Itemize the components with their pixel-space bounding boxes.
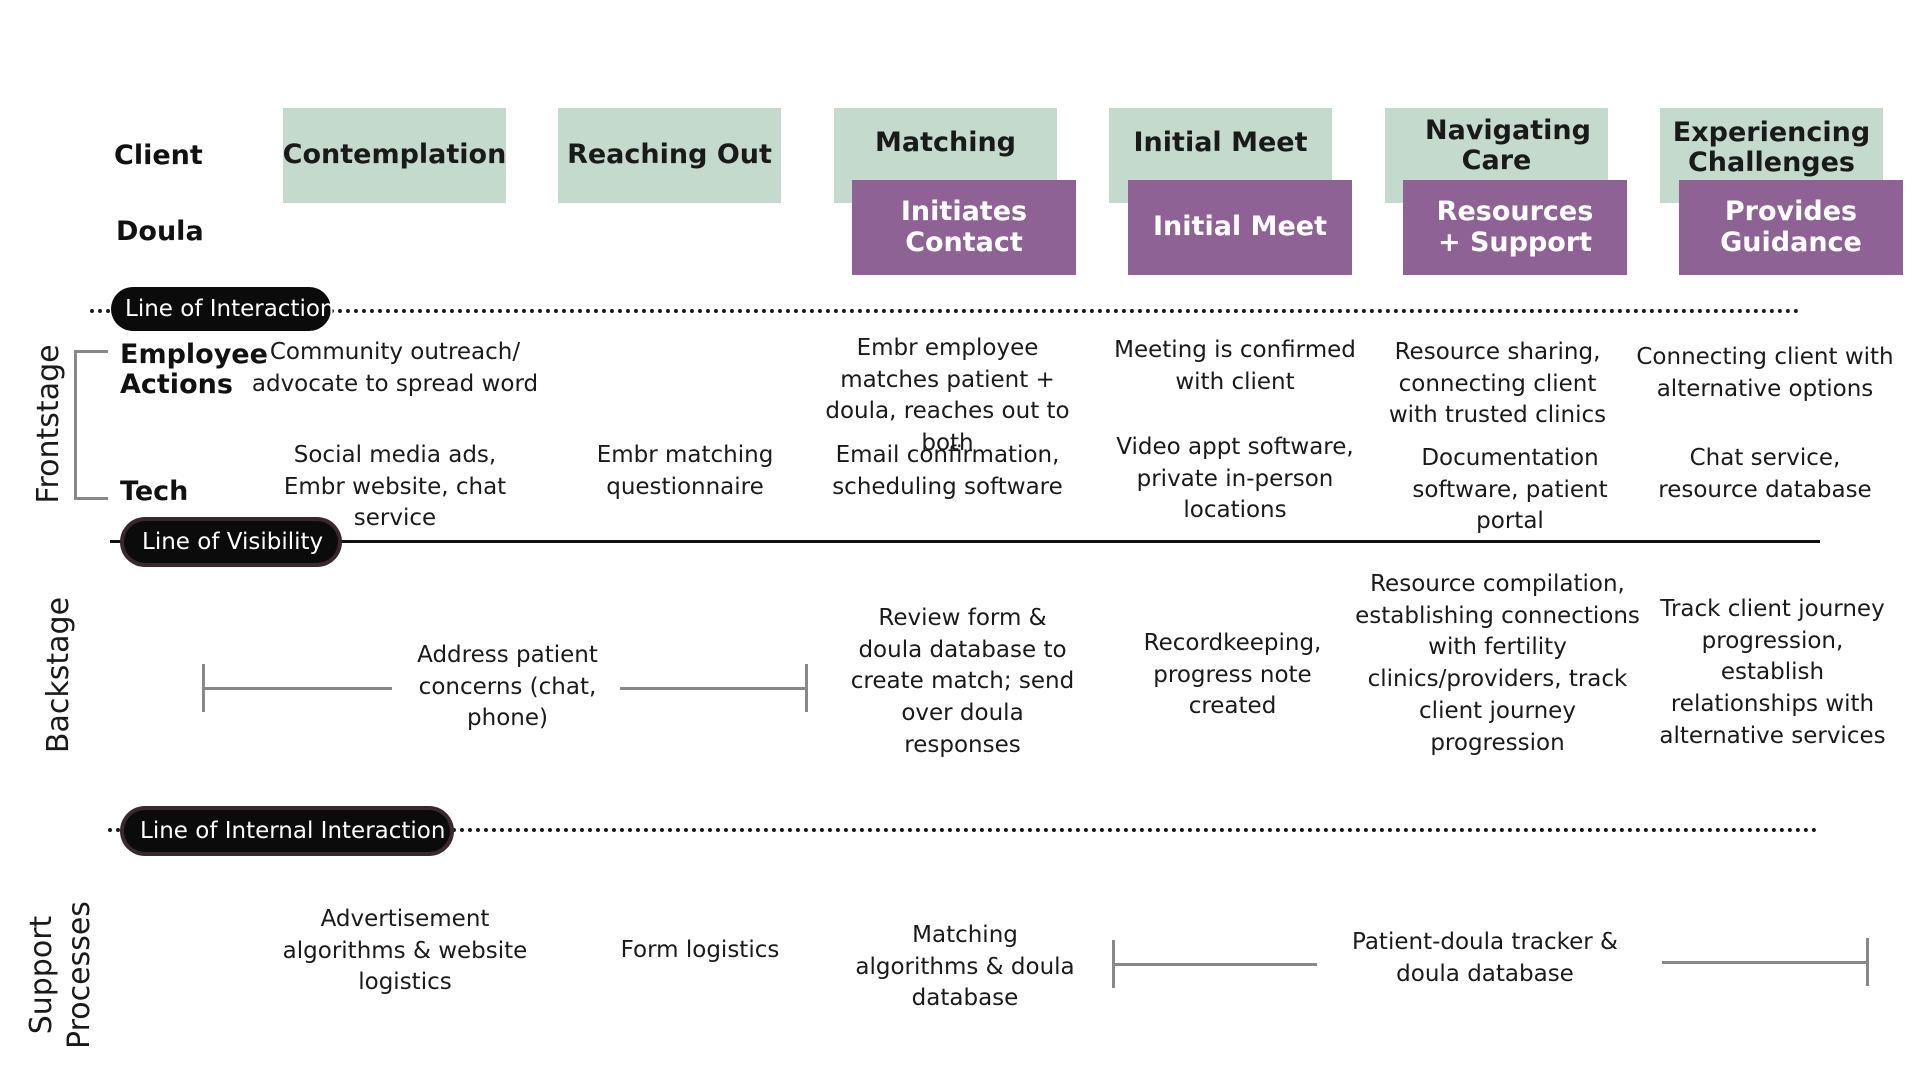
client-stage-contemplation: Contemplation	[283, 108, 506, 203]
backstage-span-right-cap	[805, 664, 808, 712]
employee-action-navigating-care: Resource sharing, connecting client with…	[1388, 339, 1607, 429]
line-of-internal-interaction-dots	[108, 828, 1818, 832]
line-of-interaction-dots	[90, 309, 1800, 313]
backstage-matching: Review form & doula database to create m…	[850, 605, 1075, 758]
employee-action-initial-meet: Meeting is confirmed with client	[1114, 337, 1356, 395]
line-of-internal-interaction-label: Line of Internal Interaction	[124, 810, 450, 852]
section-backstage: Backstage	[41, 596, 76, 754]
line-of-visibility-rule	[110, 540, 1820, 543]
employee-action-experiencing-challenges: Connecting client with alternative optio…	[1636, 344, 1894, 402]
support-advertisement: Advertisement algorithms & website logis…	[282, 906, 528, 996]
support-span-right-line	[1662, 961, 1868, 964]
row-label-client: Client	[114, 140, 203, 171]
doula-stage-initiates-contact: Initiates Contact	[852, 180, 1076, 275]
row-label-tech: Tech	[120, 476, 189, 507]
employee-action-contemplation: Community outreach/ advocate to spread w…	[251, 339, 539, 397]
section-support-processes: Support Processes	[23, 895, 107, 1055]
tech-navigating-care: Documentation software, patient portal	[1412, 445, 1608, 535]
line-of-visibility-label: Line of Visibility	[124, 521, 338, 563]
tech-initial-meet: Video appt software, private in-person l…	[1116, 434, 1354, 524]
backstage-address-concerns: Address patient concerns (chat, phone)	[417, 642, 598, 732]
support-matching-algorithms: Matching algorithms & doula database	[855, 922, 1075, 1012]
row-label-doula: Doula	[116, 216, 204, 247]
tech-experiencing-challenges: Chat service, resource database	[1658, 445, 1872, 503]
support-patient-doula-tracker: Patient-doula tracker & doula database	[1352, 929, 1618, 987]
tech-reaching-out: Embr matching questionnaire	[596, 442, 774, 500]
section-frontstage: Frontstage	[31, 344, 66, 504]
support-span-left-line	[1112, 963, 1317, 966]
support-form-logistics: Form logistics	[620, 937, 780, 963]
tech-contemplation: Social media ads, Embr website, chat ser…	[283, 442, 507, 532]
support-span-right-cap	[1866, 938, 1869, 986]
backstage-navigating-care: Resource compilation, establishing conne…	[1355, 571, 1640, 756]
backstage-span-right-line	[620, 687, 806, 690]
doula-stage-initial-meet: Initial Meet	[1128, 180, 1352, 275]
tech-matching: Email confirmation, scheduling software	[832, 442, 1063, 500]
frontstage-bracket-bottom	[74, 497, 108, 500]
section-support-line-1: Support	[24, 915, 59, 1035]
line-of-interaction-label: Line of Interaction	[111, 287, 335, 331]
employee-action-matching: Embr employee matches patient + doula, r…	[825, 335, 1070, 457]
backstage-span-left-line	[202, 687, 392, 690]
row-label-employee-actions: Employee Actions	[120, 339, 268, 400]
section-support-line-2: Processes	[61, 901, 97, 1049]
doula-stage-resources-support: Resources + Support	[1403, 180, 1627, 275]
frontstage-bracket-top	[74, 350, 108, 353]
doula-stage-provides-guidance: Provides Guidance	[1679, 180, 1903, 275]
client-stage-reaching-out: Reaching Out	[558, 108, 781, 203]
frontstage-bracket	[74, 350, 77, 500]
backstage-experiencing-challenges: Track client journey progression, establ…	[1659, 596, 1886, 749]
backstage-initial-meet: Recordkeeping, progress note created	[1143, 630, 1322, 720]
